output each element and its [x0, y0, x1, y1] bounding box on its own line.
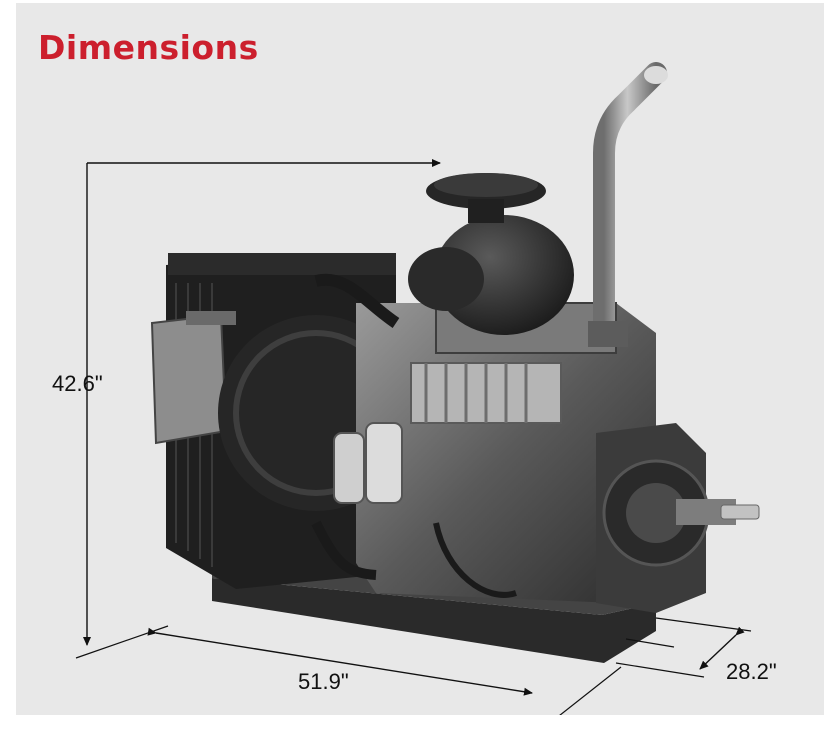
- height-dimension-label: 42.6": [52, 371, 103, 396]
- dimension-lines: [75, 159, 752, 715]
- fuel-filter-right: [365, 422, 403, 504]
- depth-extension-bottom: [615, 662, 705, 678]
- length-extension-right: [559, 666, 622, 715]
- radiator-top-tank: [168, 253, 396, 275]
- lower-hose: [311, 520, 377, 580]
- depth-dimension-label: 28.2": [726, 659, 777, 684]
- control-box: [150, 313, 228, 445]
- air-filter-housing: [434, 215, 574, 335]
- engine-illustration: [150, 62, 760, 663]
- length-extension-left: [75, 625, 169, 659]
- upper-hose: [314, 273, 400, 328]
- length-dimension-line: [147, 627, 533, 696]
- depth-extension-top: [655, 617, 752, 632]
- base-frame: [212, 578, 656, 663]
- engine-diagram: [75, 62, 760, 715]
- fuel-filter-left: [333, 432, 365, 504]
- page-title: Dimensions: [38, 28, 259, 67]
- output-shaft: [720, 504, 760, 520]
- exhaust-stack: [593, 62, 667, 334]
- dimensions-panel: Dimensions: [16, 3, 824, 715]
- length-dimension-label: 51.9": [298, 669, 349, 694]
- depth-dimension-line: [699, 626, 745, 670]
